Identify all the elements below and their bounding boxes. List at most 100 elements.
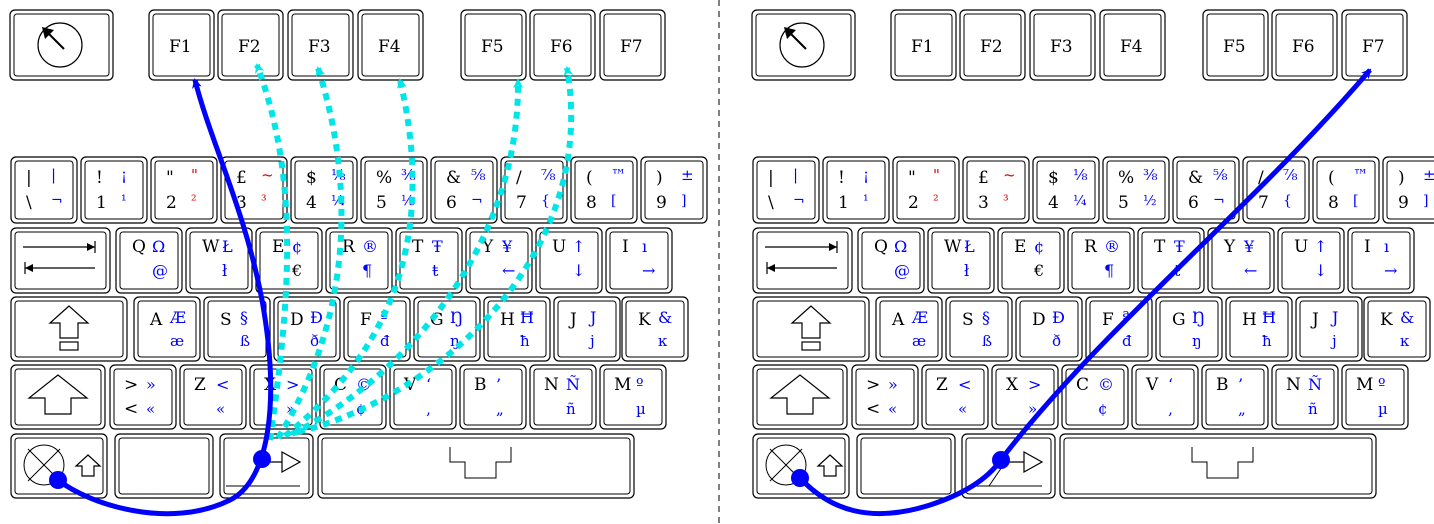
function-key-7[interactable]: F7 [599,9,666,81]
letter-key[interactable]: R®¶ [1067,227,1135,294]
power-key[interactable] [751,9,856,81]
letter-key[interactable]: B’„ [1201,364,1269,430]
number-key[interactable]: !1¡¹ [822,156,890,224]
letter-key[interactable]: B’„ [459,364,527,430]
super-key[interactable] [10,433,108,499]
number-key[interactable]: !1¡¹ [80,156,148,224]
function-key-5[interactable]: F5 [460,9,527,81]
letter-key[interactable]: ><»« [851,364,919,430]
number-key[interactable]: (8™[ [570,156,638,224]
letter-key[interactable]: K&ĸ [621,296,689,362]
super-key[interactable] [752,433,850,499]
letter-key[interactable]: S§ß [945,296,1013,362]
number-key[interactable]: &6⅝¬ [1172,156,1240,224]
tab-key[interactable] [752,227,853,294]
function-key-5[interactable]: F5 [1202,9,1269,81]
number-key[interactable]: )9±] [1382,156,1434,224]
letter-key[interactable]: Y¥← [1207,227,1275,294]
space-key[interactable] [1059,433,1377,499]
letter-key[interactable]: Y¥← [465,227,533,294]
number-key[interactable]: |\|¬ [752,156,820,224]
letter-key[interactable]: Z<« [179,364,247,430]
alt-key[interactable] [856,433,956,499]
shift-key[interactable] [752,364,848,430]
key-legend-altgr-shift: Æ [911,308,928,327]
letter-key[interactable]: R®¶ [325,227,393,294]
number-key[interactable]: "2"² [150,156,218,224]
key-legend-altgr-shift: Ŋ [1192,308,1205,327]
function-key-6[interactable]: F6 [1271,9,1338,81]
caps-lock-key[interactable] [752,296,870,362]
letter-key[interactable]: X>» [991,364,1059,430]
letter-key[interactable]: S§ß [203,296,271,362]
function-key-3[interactable]: F3 [1029,9,1096,81]
letter-key[interactable]: E¢€ [255,227,323,294]
letter-key[interactable]: ><»« [109,364,177,430]
caps-lock-key[interactable] [10,296,128,362]
key-legend-altgr: ß [240,332,250,350]
number-key[interactable]: /7⅞{ [1242,156,1310,224]
function-key-4[interactable]: F4 [357,9,424,81]
letter-key[interactable]: E¢€ [997,227,1065,294]
number-key[interactable]: /7⅞{ [500,156,568,224]
number-key[interactable]: £3~³ [962,156,1030,224]
letter-key[interactable]: Z<« [921,364,989,430]
altgr-key[interactable] [961,433,1056,499]
number-key[interactable]: %5⅜½ [360,156,428,224]
key-legend-altgr-shift: ⅜ [401,166,416,184]
letter-key[interactable]: U↑↓ [535,227,603,294]
letter-key[interactable]: V‘‚ [389,364,457,430]
alt-key[interactable] [114,433,214,499]
letter-key[interactable]: U↑↓ [1277,227,1345,294]
number-key[interactable]: "2"² [892,156,960,224]
shift-key[interactable] [10,364,106,430]
power-key[interactable] [9,9,114,81]
function-key-1[interactable]: F1 [890,9,957,81]
function-key-2[interactable]: F2 [959,9,1026,81]
letter-key[interactable]: V‘‚ [1131,364,1199,430]
number-key[interactable]: )9±] [640,156,708,224]
key-legend-altgr-shift: Ŧ [432,237,443,256]
number-key[interactable]: $4⅛¼ [1032,156,1100,224]
key-legend-altgr: ¬ [1213,193,1225,209]
number-key[interactable]: $4⅛¼ [290,156,358,224]
function-key-2[interactable]: F2 [217,9,284,81]
letter-key[interactable]: K&ĸ [1363,296,1431,362]
number-key[interactable]: %5⅜½ [1102,156,1170,224]
function-key-1[interactable]: F1 [148,9,215,81]
number-key[interactable]: |\|¬ [10,156,78,224]
number-key[interactable]: (8™[ [1312,156,1380,224]
number-key[interactable]: &6⅝¬ [430,156,498,224]
letter-key[interactable]: X>» [249,364,317,430]
key-legend-altgr: ł [222,261,227,280]
function-key-7[interactable]: F7 [1341,9,1408,81]
function-key-6[interactable]: F6 [529,9,596,81]
space-key[interactable] [317,433,635,499]
tab-key[interactable] [10,227,111,294]
function-key-4[interactable]: F4 [1099,9,1166,81]
letter-key[interactable]: C©¢ [1061,364,1129,430]
